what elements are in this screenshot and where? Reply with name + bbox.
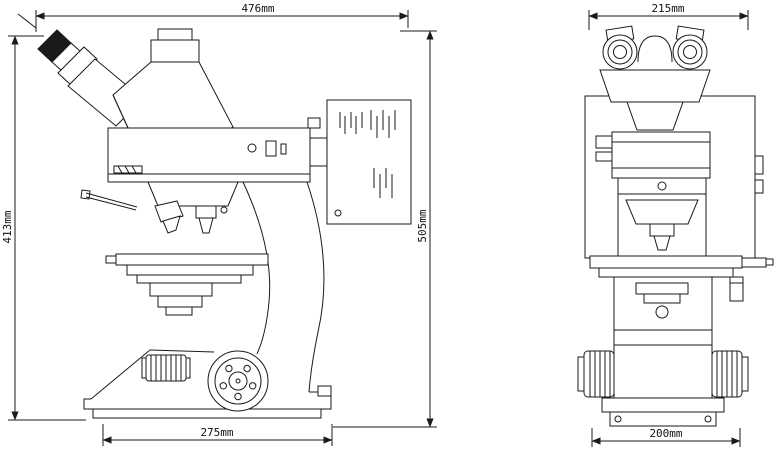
front-column (613, 276, 713, 399)
camera-port-cap (157, 28, 193, 41)
filter-slider-2 (595, 151, 613, 162)
illuminator-arm (107, 117, 321, 183)
dim-side-bottom-width: 275mm (102, 424, 333, 446)
stage-plate (115, 253, 269, 266)
front-objective (649, 223, 675, 237)
filter-slider-1 (595, 135, 613, 149)
objective-vertical (195, 205, 217, 219)
vent-louvers-mid (373, 168, 393, 198)
stage-extension (741, 257, 767, 268)
dim-label-275: 275mm (200, 426, 233, 439)
front-focus-knobs (577, 350, 749, 398)
dim-label-505: 505mm (416, 209, 429, 242)
stage-knob (141, 354, 191, 382)
power-switch (317, 385, 332, 397)
lamp-connector (309, 137, 328, 167)
front-view (577, 25, 774, 427)
stage-coaxial-knob (729, 276, 744, 302)
specimen-lever (80, 189, 138, 211)
front-arm (617, 177, 707, 259)
dimension-annotations: 476mm 413mm 505mm 275mm 215m (1, 2, 749, 447)
dim-label-476: 476mm (241, 2, 274, 15)
lamp-house (309, 99, 412, 225)
condenser (149, 282, 213, 297)
arm-vent (113, 165, 143, 174)
center-tube (637, 35, 673, 63)
dim-front-top-width: 215mm (588, 2, 749, 30)
dim-label-200: 200mm (649, 427, 682, 440)
dim-front-bottom-width: 200mm (591, 427, 741, 447)
base-foot-plate (92, 408, 322, 419)
front-illuminator (595, 131, 711, 179)
dim-label-413: 413mm (1, 210, 14, 243)
stage (105, 253, 269, 316)
nosepiece (147, 181, 239, 234)
vent-louvers-top (339, 110, 396, 138)
stand-arm (242, 181, 325, 393)
side-knob-lower (754, 179, 764, 194)
front-nosepiece (625, 199, 699, 225)
field-stop-slider (265, 140, 277, 157)
base (83, 349, 332, 419)
focus-knob (207, 350, 269, 412)
side-knob-upper (754, 155, 764, 175)
trinocular-head (112, 28, 234, 142)
front-stage (589, 255, 774, 302)
side-view (37, 28, 412, 419)
photo-tube (150, 39, 200, 63)
dim-side-left-height: 413mm (1, 35, 86, 421)
front-base (601, 397, 725, 427)
filter-knob (247, 143, 257, 153)
dim-label-215: 215mm (651, 2, 684, 15)
lamp-adjust-knob (307, 117, 321, 129)
front-head (599, 35, 711, 131)
front-eyepieces (602, 25, 708, 70)
dim-side-top-width: 476mm (17, 2, 409, 32)
dim-side-right-height: 505mm (333, 30, 437, 428)
centering-screw (334, 209, 342, 217)
